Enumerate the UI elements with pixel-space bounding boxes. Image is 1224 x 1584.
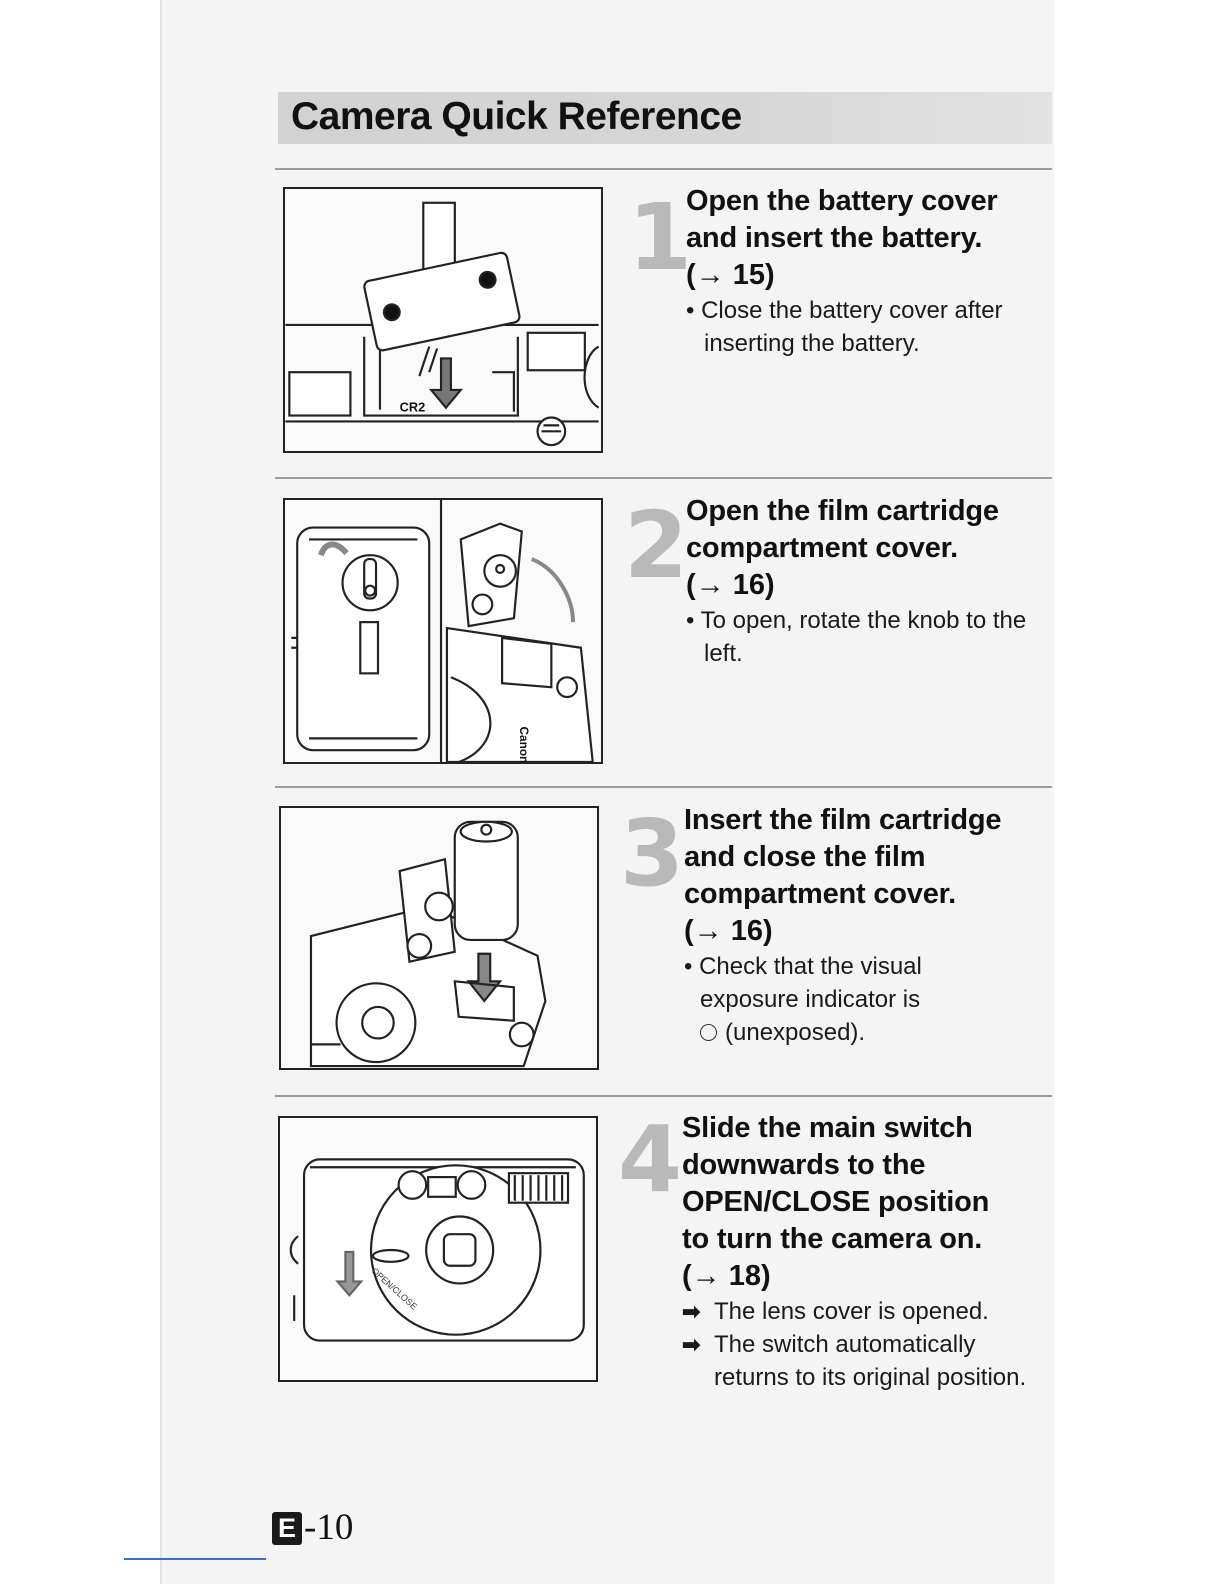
step-note-end: (unexposed). <box>725 1019 866 1046</box>
page-reference: (→ 15) <box>686 259 775 291</box>
arrow-right-icon: ➡ <box>682 1299 701 1324</box>
step-note: • Close the battery cover after insertin… <box>686 297 1003 357</box>
step-2-text: Open the film cartridge compartment cove… <box>686 493 1058 670</box>
result-text: The lens cover is opened. <box>714 1298 989 1325</box>
film-insert-figure <box>279 806 599 1070</box>
battery-figure: CR2 <box>283 187 603 453</box>
step-heading: Open the battery cover <box>686 185 998 217</box>
result-note: ➡ The lens cover is opened. <box>682 1295 1054 1328</box>
divider <box>275 477 1052 479</box>
step-heading: compartment cover. <box>684 878 956 910</box>
arrow-right-icon: ➡ <box>682 1332 701 1357</box>
step-1-text: Open the battery cover and insert the ba… <box>686 183 1058 360</box>
page-reference: (→ 18) <box>682 1260 771 1292</box>
step-number: 2 <box>624 492 689 599</box>
step-number: 4 <box>618 1106 683 1213</box>
divider <box>275 786 1052 788</box>
language-badge: E <box>272 1511 302 1545</box>
step-heading: OPEN/CLOSE position <box>682 1186 990 1218</box>
step-heading: and insert the battery. <box>686 222 983 254</box>
step-note: • To open, rotate the knob to the left. <box>686 607 1027 667</box>
step-3-text: Insert the film cartridge and close the … <box>684 802 1056 1049</box>
page-footer: E -10 <box>272 1508 353 1548</box>
step-heading: Insert the film cartridge <box>684 804 1002 836</box>
main-switch-figure: OPEN/CLOSE <box>278 1116 598 1382</box>
page-reference: (→ 16) <box>686 569 775 601</box>
step-number: 3 <box>620 800 685 907</box>
step-note: exposure indicator is <box>700 986 921 1013</box>
step-heading: Slide the main switch <box>682 1112 973 1144</box>
step-note: • Check that the visual <box>684 953 922 980</box>
exposure-circle-icon <box>700 1024 717 1041</box>
step-heading: Open the film cartridge <box>686 495 999 527</box>
step-heading: downwards to the <box>682 1149 926 1181</box>
divider <box>275 168 1052 170</box>
result-note: ➡ The switch automatically returns to its… <box>682 1328 1054 1394</box>
canon-logo: Canon <box>517 727 531 762</box>
step-note: (unexposed). <box>684 1016 1056 1049</box>
page-edge <box>160 0 162 1584</box>
film-cover-figure: Canon <box>283 498 603 764</box>
step-heading: to turn the camera on. <box>682 1223 983 1255</box>
step-4-text: Slide the main switch downwards to the O… <box>682 1110 1054 1394</box>
result-text: The switch automatically returns to its … <box>714 1331 1027 1391</box>
title-bar <box>278 92 1052 144</box>
step-heading: and close the film <box>684 841 926 873</box>
step-number: 1 <box>628 184 693 291</box>
divider <box>275 1095 1052 1097</box>
cr2-label: CR2 <box>400 400 426 415</box>
step-heading: compartment cover. <box>686 532 958 564</box>
page-title: Camera Quick Reference <box>291 95 742 138</box>
page-number: -10 <box>304 1507 354 1548</box>
bottom-rule <box>124 1558 266 1560</box>
page-reference: (→ 16) <box>684 915 773 947</box>
